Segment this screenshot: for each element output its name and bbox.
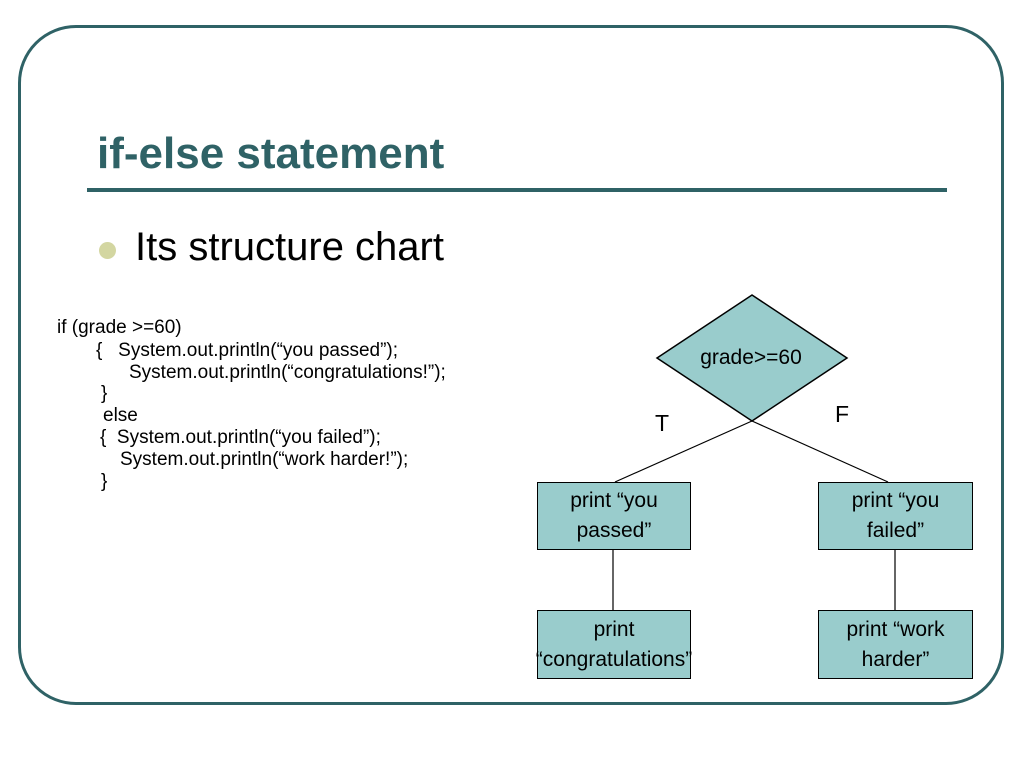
code-line-close-false: } <box>101 471 108 492</box>
title-underline <box>87 188 947 192</box>
connector-true-branch <box>614 420 753 483</box>
slide-title: if-else statement <box>97 129 445 178</box>
node-print-work-harder: print “work harder” <box>818 610 973 679</box>
connector-false-branch <box>751 420 889 483</box>
code-line-close-true: } <box>101 383 108 404</box>
code-line-work-harder: System.out.println(“work harder!”); <box>120 449 409 470</box>
code-line-if: if (grade >=60) <box>57 317 182 338</box>
node-print-you-passed: print “you passed” <box>537 482 691 550</box>
true-branch-label: T <box>655 410 670 436</box>
bullet-text: Its structure chart <box>135 225 444 269</box>
bullet-icon <box>99 242 116 259</box>
node-print-work-harder-text: print “work harder” <box>846 617 945 671</box>
code-line-else: else <box>103 405 138 426</box>
code-line-open-false: { System.out.println(“you failed”); <box>100 427 381 448</box>
node-print-you-failed: print “you failed” <box>818 482 973 550</box>
false-branch-label: F <box>835 401 850 427</box>
condition-label: grade>=60 <box>700 346 802 369</box>
slide-frame <box>18 25 1004 705</box>
code-line-open-true: { System.out.println(“you passed”); <box>96 340 399 361</box>
code-line-congrats: System.out.println(“congratulations!”); <box>129 362 446 383</box>
node-print-congratulations: print “congratulations” <box>535 610 693 679</box>
node-print-you-failed-text: print “you failed” <box>851 489 940 542</box>
node-print-you-passed-text: print “you passed” <box>570 489 658 542</box>
node-print-congratulations-text: print “congratulations” <box>535 617 693 671</box>
